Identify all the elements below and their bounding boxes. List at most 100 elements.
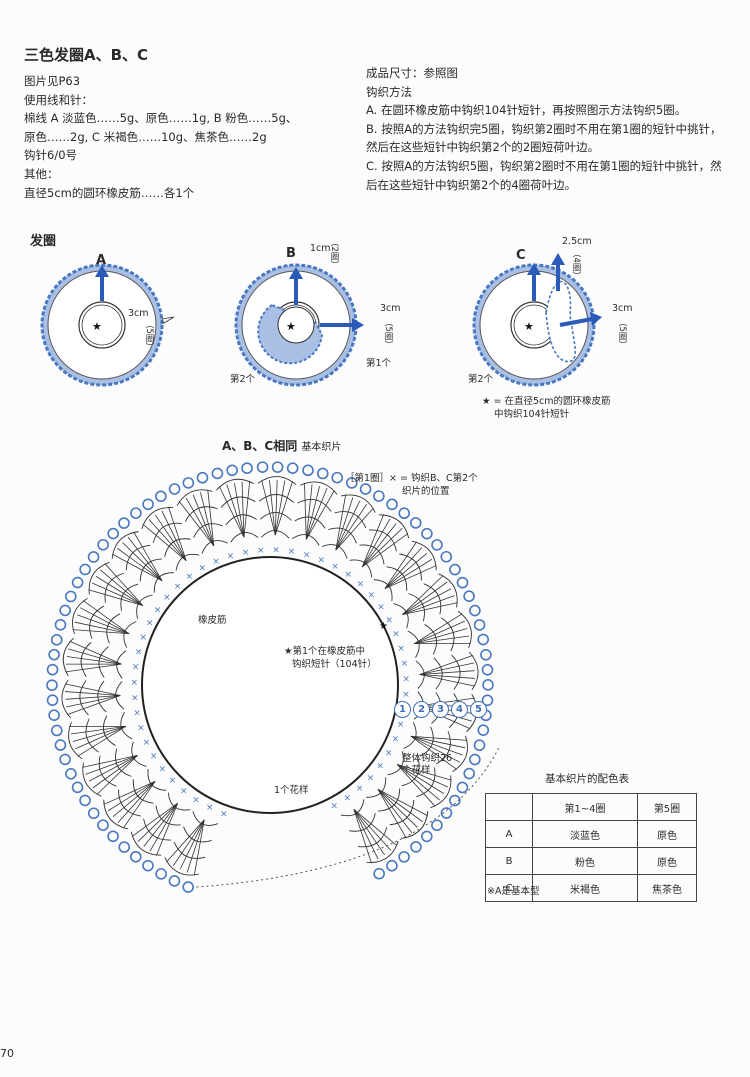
figure-c-rounds: （5圈） — [617, 318, 627, 349]
chain-arch — [457, 610, 472, 649]
double-crochet-stroke — [243, 480, 251, 538]
crochet-chart: ××××××××××××××××××××××××××××××××××××××××… — [46, 461, 500, 893]
double-crochet-stroke — [241, 481, 245, 538]
picot-mark — [456, 576, 469, 589]
double-crochet-stroke — [377, 788, 428, 817]
double-crochet-stroke — [200, 492, 215, 547]
picot-mark — [440, 807, 453, 819]
double-crochet-stroke — [74, 621, 130, 635]
single-crochet-mark: × — [344, 794, 352, 804]
double-crochet-stroke — [122, 542, 163, 582]
double-crochet-stroke — [419, 662, 474, 675]
picot-mark — [48, 648, 60, 661]
picot-mark — [97, 538, 109, 551]
picot-mark — [50, 634, 63, 646]
chain-arch — [120, 711, 133, 740]
double-crochet-stroke — [402, 581, 448, 615]
double-crochet-stroke — [185, 497, 215, 547]
materials-line: 原色……2g, C 米褐色……10g、焦茶色……2g — [24, 129, 267, 144]
picot-mark — [97, 819, 109, 831]
round1-note-2: 织片的位置 — [402, 486, 450, 497]
double-crochet-stroke — [419, 670, 475, 675]
chain-arch — [192, 811, 219, 826]
single-crochet-mark: × — [385, 748, 393, 758]
figure-b-first: 第1个 — [366, 358, 392, 369]
picot-mark — [477, 633, 490, 646]
double-crochet-stroke — [142, 523, 187, 561]
table-row: A 淡蓝色 原色 — [485, 820, 697, 848]
chain-arch — [216, 478, 255, 491]
picot-mark — [54, 739, 67, 751]
single-crochet-mark: × — [397, 644, 405, 654]
double-crochet-stroke — [305, 485, 320, 540]
materials-line: 棉线 A 淡蓝色……5g、原色……1g, B 粉色……5g、 — [24, 111, 298, 126]
instruction-line: 成品尺寸：参照图 — [366, 66, 458, 80]
chain-arch — [111, 531, 139, 560]
picot-mark — [463, 767, 476, 780]
picot-mark — [118, 517, 130, 529]
double-crochet-stroke — [112, 553, 163, 582]
double-crochet-stroke — [137, 802, 178, 842]
single-crochet-mark: × — [206, 803, 214, 813]
single-crochet-mark: × — [242, 548, 250, 558]
double-crochet-stroke — [305, 487, 328, 540]
picot-mark — [142, 498, 154, 511]
chain-arch — [378, 514, 410, 539]
chart-title: A、B、C相同 基本织片 — [222, 437, 341, 454]
picot-mark — [130, 507, 142, 519]
double-crochet-stroke — [178, 501, 215, 547]
figure-a-size: 3cm — [128, 308, 149, 319]
double-crochet-stroke — [410, 735, 461, 763]
picot-mark — [302, 464, 314, 477]
single-crochet-mark: × — [377, 603, 385, 613]
figure-c-size: 3cm — [612, 303, 633, 314]
picot-mark — [463, 590, 475, 602]
double-crochet-stroke — [419, 654, 473, 675]
picot-mark — [182, 881, 194, 893]
double-crochet-stroke — [166, 819, 205, 863]
star-icon: ★ — [286, 320, 296, 333]
round-number-3: 3 — [432, 701, 449, 718]
materials-line: 使用线和针： — [24, 92, 93, 107]
table-row: B 粉色 原色 — [485, 847, 697, 875]
chain-arch — [438, 573, 458, 608]
double-crochet-stroke — [172, 819, 205, 866]
double-crochet-stroke — [100, 569, 144, 606]
figure-c-rounds-top: （4圈） — [571, 249, 581, 280]
chain-arch — [300, 481, 338, 495]
table-cell: 米褐色 — [532, 874, 638, 902]
single-crochet-mark: × — [331, 562, 339, 572]
chain-arch — [430, 775, 452, 809]
pattern-title: 三色发圈A、B、C — [24, 46, 149, 64]
double-crochet-stroke — [353, 809, 372, 864]
double-crochet-stroke — [384, 558, 433, 589]
double-crochet-stroke — [66, 656, 122, 665]
chain-arch — [403, 722, 417, 749]
picot-mark — [480, 649, 492, 661]
chain-arch — [102, 715, 116, 746]
chain-arch — [103, 799, 129, 830]
double-crochet-stroke — [234, 483, 245, 538]
picot-mark — [473, 739, 486, 752]
double-crochet-stroke — [377, 788, 423, 823]
double-crochet-stroke — [361, 514, 385, 567]
table-cell: 粉色 — [532, 847, 638, 875]
section-title: 发圈 — [30, 234, 57, 249]
picot-mark — [79, 794, 91, 807]
double-crochet-stroke — [410, 735, 463, 756]
double-crochet-stroke — [396, 764, 440, 801]
double-crochet-stroke — [335, 500, 361, 551]
double-crochet-stroke — [192, 494, 215, 547]
picot-mark — [469, 753, 481, 766]
picot-mark — [473, 619, 486, 631]
picot-mark — [271, 461, 284, 473]
picot-mark — [256, 461, 269, 473]
double-crochet-stroke — [143, 802, 178, 847]
round-number-4: 4 — [451, 701, 468, 718]
table-header-row: 第1~4圈 第5圈 — [485, 793, 697, 821]
color-table-title: 基本织片的配色表 — [545, 773, 629, 785]
single-crochet-mark: × — [131, 693, 139, 703]
chain-arch — [130, 831, 162, 856]
double-crochet-stroke — [377, 788, 413, 834]
double-crochet-stroke — [186, 819, 205, 873]
